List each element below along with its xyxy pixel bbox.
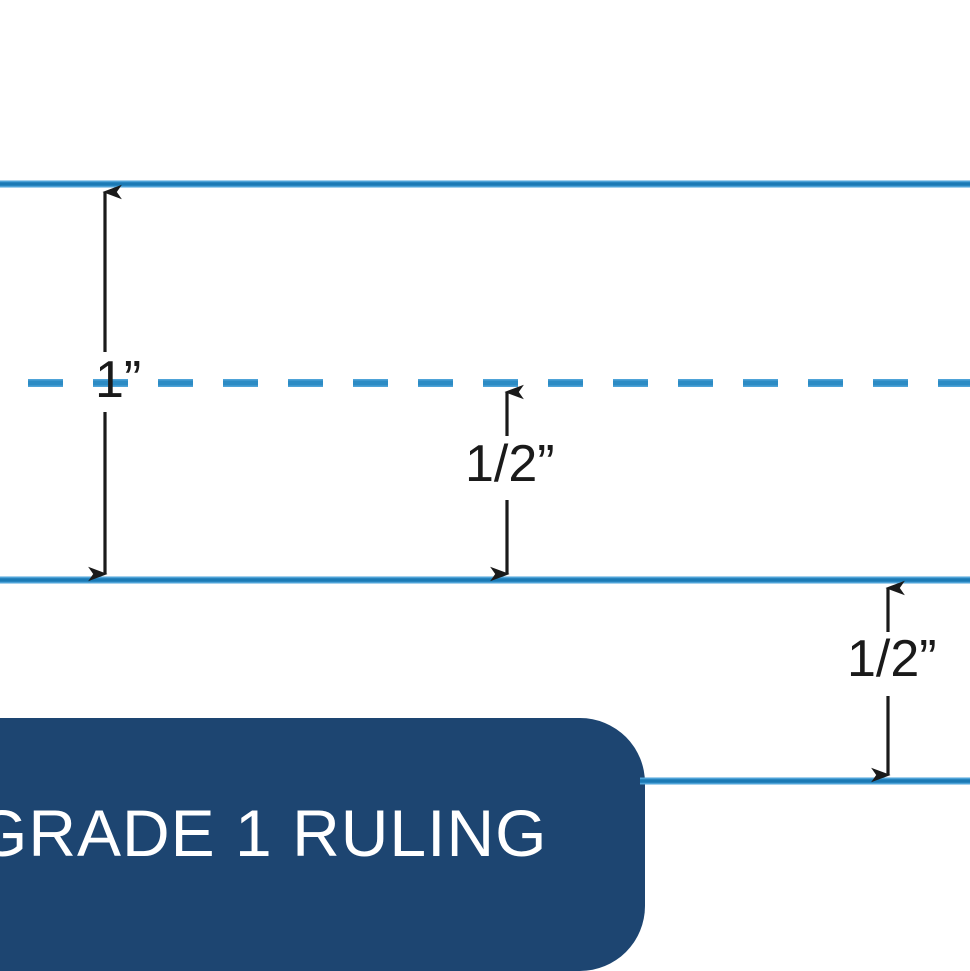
dimension-label-half-inch-middle: 1/2” <box>465 435 555 493</box>
dimension-label-one-inch: 1” <box>95 351 141 409</box>
dimension-full-line-space: 1” <box>88 184 141 582</box>
dimension-half-line-space-middle: 1/2” <box>465 384 555 582</box>
dimension-label-half-inch-right: 1/2” <box>847 630 937 688</box>
rule-lines <box>0 180 970 785</box>
grade-banner-label: GRADE 1 RULING <box>0 796 547 870</box>
grade-banner: GRADE 1 RULING <box>0 718 645 971</box>
grade-banner-box <box>0 718 645 971</box>
dimension-half-line-space-right: 1/2” <box>847 580 937 783</box>
